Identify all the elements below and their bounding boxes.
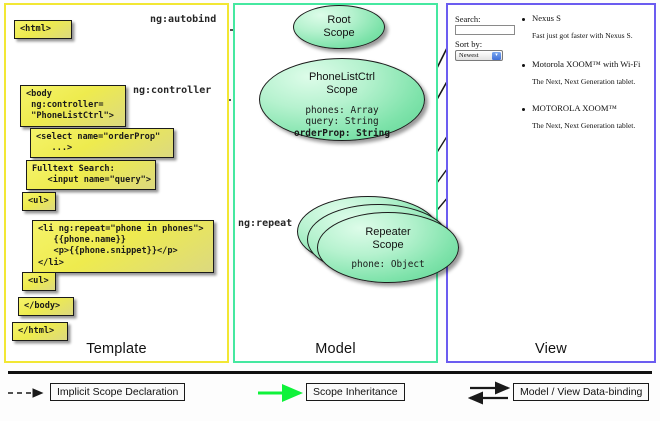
legend-divider xyxy=(8,371,652,374)
phone-name: MOTOROLA XOOM™ xyxy=(532,103,617,113)
body-close-tag: </body> xyxy=(18,297,74,316)
repeater-scope-ellipse: Repeater Scope phone: Object xyxy=(317,212,459,283)
chevron-down-icon[interactable]: ▾ xyxy=(492,52,501,60)
ng-repeat-label: ng:repeat xyxy=(238,218,293,229)
li-ngrepeat-block: <li ng:repeat="phone in phones"> {{phone… xyxy=(32,220,214,273)
panel-title-model: Model xyxy=(315,341,356,357)
sort-by-select[interactable]: Newest ▾ xyxy=(455,50,503,61)
prop-orderprop: orderProp: String xyxy=(294,127,390,139)
legend-label-scope-inheritance: Scope Inheritance xyxy=(306,383,405,401)
body-controller-tag: <body ng:controller= "PhoneListCtrl"> xyxy=(20,85,126,127)
prop-query: query: String xyxy=(305,116,379,128)
panel-model: Model xyxy=(233,3,438,363)
sort-by-label: Sort by: xyxy=(455,39,483,49)
ul-open-tag: <ul> xyxy=(22,192,56,211)
html-close-tag: </html> xyxy=(12,322,68,341)
panel-view: View xyxy=(446,3,656,363)
legend-icon-layer xyxy=(8,381,511,405)
phonelistctrl-scope-ellipse: PhoneListCtrl Scope phones: Array query:… xyxy=(259,58,425,141)
phone-name: Motorola XOOM™ with Wi-Fi xyxy=(532,59,641,69)
phone-name: Nexus S xyxy=(532,13,561,23)
fulltext-search-input: Fulltext Search: <input name="query"> xyxy=(26,160,156,191)
html-open-tag: <html> xyxy=(14,20,72,39)
phone-snippet: The Next, Next Generation tablet. xyxy=(532,121,636,130)
repeater-scope-props: phone: Object xyxy=(318,259,458,270)
list-bullet xyxy=(522,18,525,21)
search-input[interactable] xyxy=(455,25,515,35)
legend-label-implicit-scope-declaration: Implicit Scope Declaration xyxy=(50,383,186,401)
legend: Implicit Scope Declaration Scope Inherit… xyxy=(0,365,660,421)
list-bullet xyxy=(522,64,525,67)
panel-title-view: View xyxy=(535,341,567,357)
phonelistctrl-scope-label: PhoneListCtrl Scope xyxy=(308,71,376,97)
ng-controller-label: ng:controller xyxy=(133,85,212,96)
prop-phones: phones: Array xyxy=(305,105,379,116)
root-scope-ellipse: Root Scope xyxy=(293,5,385,49)
repeater-scope-label: Repeater Scope xyxy=(365,226,411,252)
prop-phone: phone: Object xyxy=(351,259,425,270)
search-label: Search: xyxy=(455,14,481,24)
diagram-area: Template Model View <html> <body ng:cont… xyxy=(4,3,656,363)
phone-snippet: The Next, Next Generation tablet. xyxy=(532,77,636,86)
list-bullet xyxy=(522,108,525,111)
panel-title-template: Template xyxy=(86,341,147,357)
root-scope-label: Root Scope xyxy=(323,14,355,40)
legend-label-model-view-data-binding: Model / View Data-binding xyxy=(513,383,650,401)
sort-by-value: Newest xyxy=(459,52,479,59)
phonelistctrl-scope-props: phones: Array query: String orderProp: S… xyxy=(260,105,424,139)
ng-autobind-label: ng:autobind xyxy=(150,14,217,25)
select-orderprop-tag: <select name="orderProp" ...> xyxy=(30,128,174,159)
phone-snippet: Fast just got faster with Nexus S. xyxy=(532,31,633,40)
ul-close-tag: <ul> xyxy=(22,272,56,291)
